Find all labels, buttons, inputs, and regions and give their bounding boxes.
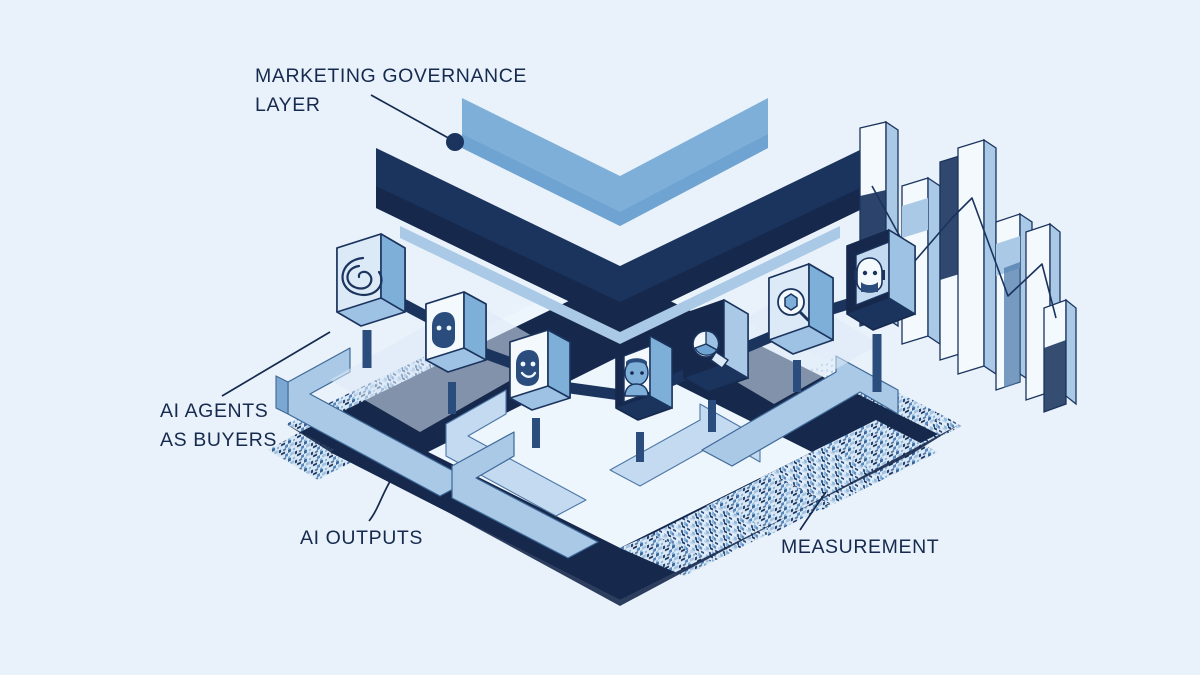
person-avatar-icon (624, 358, 649, 397)
leader-governance (370, 94, 453, 141)
governance-chevron-bottom (376, 148, 864, 344)
leader-measurement (799, 491, 827, 531)
agent-node-spiral[interactable] (336, 233, 406, 327)
agent-node-face-dark[interactable] (425, 291, 487, 373)
ai-outputs-label: AI OUTPUTS (300, 527, 423, 549)
magnifier-icon (777, 288, 810, 322)
conduit-ribbon-left-outer (275, 347, 471, 497)
pie-chart-icon (692, 330, 730, 369)
agent-node-search[interactable] (768, 262, 834, 355)
leader-agents (221, 331, 331, 397)
conduit-ribbon-center (451, 431, 599, 559)
governance-chevron-top (462, 98, 768, 226)
robot-headset-icon (854, 257, 885, 293)
measurement-label: MEASUREMENT (781, 536, 939, 558)
diagram-labels: MARKETING GOVERNANCE LAYER AI AGENTS AS … (160, 65, 939, 558)
label-leader-lines (221, 94, 827, 531)
bar-4 (957, 138, 997, 376)
bar-8 (1043, 298, 1077, 413)
marketing-governance-layer-label: MARKETING GOVERNANCE LAYER (255, 65, 533, 116)
smiling-face-icon (516, 350, 539, 386)
agent-node-pie[interactable] (683, 298, 749, 393)
leader-governance-dot (446, 133, 464, 151)
agent-node-robot[interactable] (846, 228, 916, 331)
ai-agents-as-buyers-label: AI AGENTS AS BUYERS (160, 400, 277, 451)
spiral-fingerprint-icon (341, 256, 383, 297)
agent-node-face-smile[interactable] (509, 329, 571, 411)
agent-node-person[interactable] (615, 334, 673, 421)
leader-outputs (368, 477, 393, 522)
face-avatar-icon (432, 312, 455, 348)
conduit-ribbon-right-outer (701, 355, 899, 467)
